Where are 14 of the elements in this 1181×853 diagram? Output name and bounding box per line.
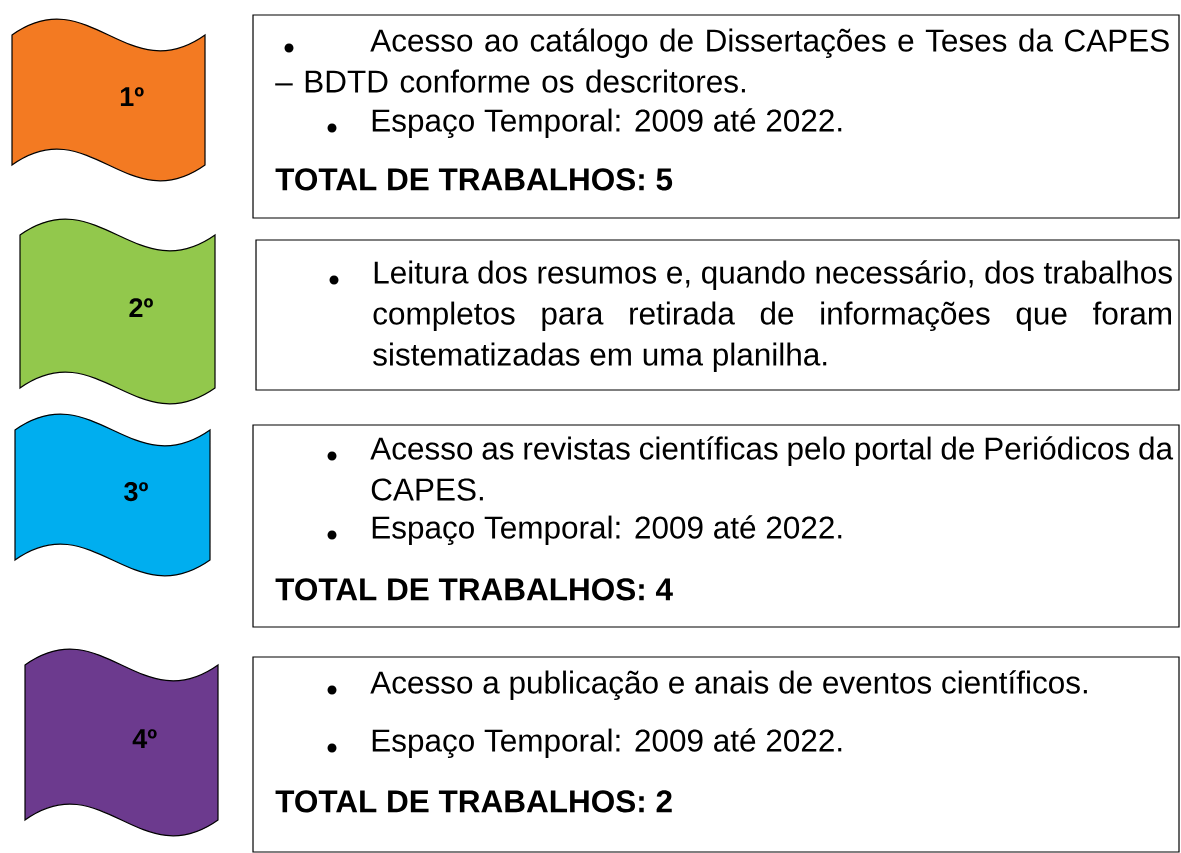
flag: 2º [19,218,216,405]
list-item: Acesso as revistas científicas pelo portal de Periódicos da CAPES. [327,436,1174,501]
list-item: Acesso a publicação e anais de eventos científicos. [327,670,1087,701]
list-item: Espaço Temporal: 2009 até 2022. [327,728,842,759]
total-line: TOTAL DE TRABALHOS: 2 [275,790,672,813]
list-item: Espaço Temporal: 2009 até 2022. [327,108,842,139]
total-line: TOTAL DE TRABALHOS: 4 [275,578,673,601]
list-item: Espaço Temporal: 2009 até 2022. [327,515,842,546]
flag: 4º [24,648,219,837]
total-line: TOTAL DE TRABALHOS: 5 [275,168,673,191]
list-item: Acesso ao catálogo de Dissertações e Teses da CAPES – BDTD conforme os descritores. [275,28,1169,93]
flag: 1º [11,18,206,182]
list-item: Leitura dos resumos e, quando necessário, dos trabalhos completos para retirada de informações que foram sistematizadas em uma planilha. [329,260,1172,372]
flag: 3º [14,413,211,577]
